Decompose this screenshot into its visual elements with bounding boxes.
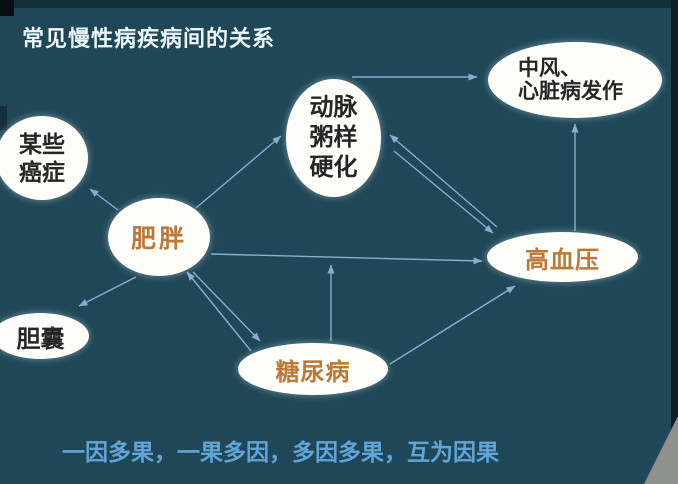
left-edge-dark-artifact (0, 106, 7, 130)
node-diabetes: 糖尿病 (238, 343, 388, 395)
causality-caption: 一因多果，一果多因，多因多果，互为因果 (62, 439, 499, 465)
node-label-line: 高血压 (525, 246, 600, 274)
slide-title: 常见慢性病疾病间的关系 (22, 26, 276, 51)
node-gallbladder: 胆囊 (0, 313, 89, 359)
node-label-line: 中风、 (518, 57, 581, 80)
edge-obesity-to-some-cancers (89, 188, 119, 211)
node-label-line: 某些 (19, 131, 65, 157)
node-label-line: 心脏病发作 (518, 80, 623, 103)
node-obesity: 肥胖 (108, 198, 210, 276)
node-label-line: 粥样 (309, 124, 358, 151)
edge-obesity-to-atherosclerosis (195, 135, 282, 209)
node-label-line: 肥胖 (130, 225, 187, 253)
node-atherosclerosis: 动脉 粥样 硬化 (286, 79, 381, 197)
node-stroke-heart-attack: 中风、 心脏病发作 (488, 42, 662, 118)
node-label-line: 糖尿病 (275, 358, 351, 386)
edge-obesity-to-hypertension (210, 253, 483, 265)
node-label-line: 硬化 (309, 154, 358, 181)
top-edge-shadow (0, 0, 678, 8)
node-label-line: 癌症 (19, 159, 65, 185)
edge-atherosclerosis-to-hypertension (393, 150, 494, 234)
edge-obesity-to-gallbladder (78, 276, 137, 307)
node-label-line: 胆囊 (16, 325, 65, 353)
node-label-line: 动脉 (309, 94, 358, 121)
edge-diabetes-to-obesity (186, 271, 252, 352)
edge-hypertension-to-atherosclerosis (389, 134, 498, 228)
edge-diabetes-to-hypertension (389, 285, 516, 365)
top-left-dark-artifact (0, 0, 14, 16)
node-some-cancers: 某些 癌症 (0, 116, 88, 200)
node-hypertension: 高血压 (487, 232, 638, 282)
right-edge-shadow (671, 0, 678, 484)
edge-obesity-to-diabetes (192, 271, 261, 342)
